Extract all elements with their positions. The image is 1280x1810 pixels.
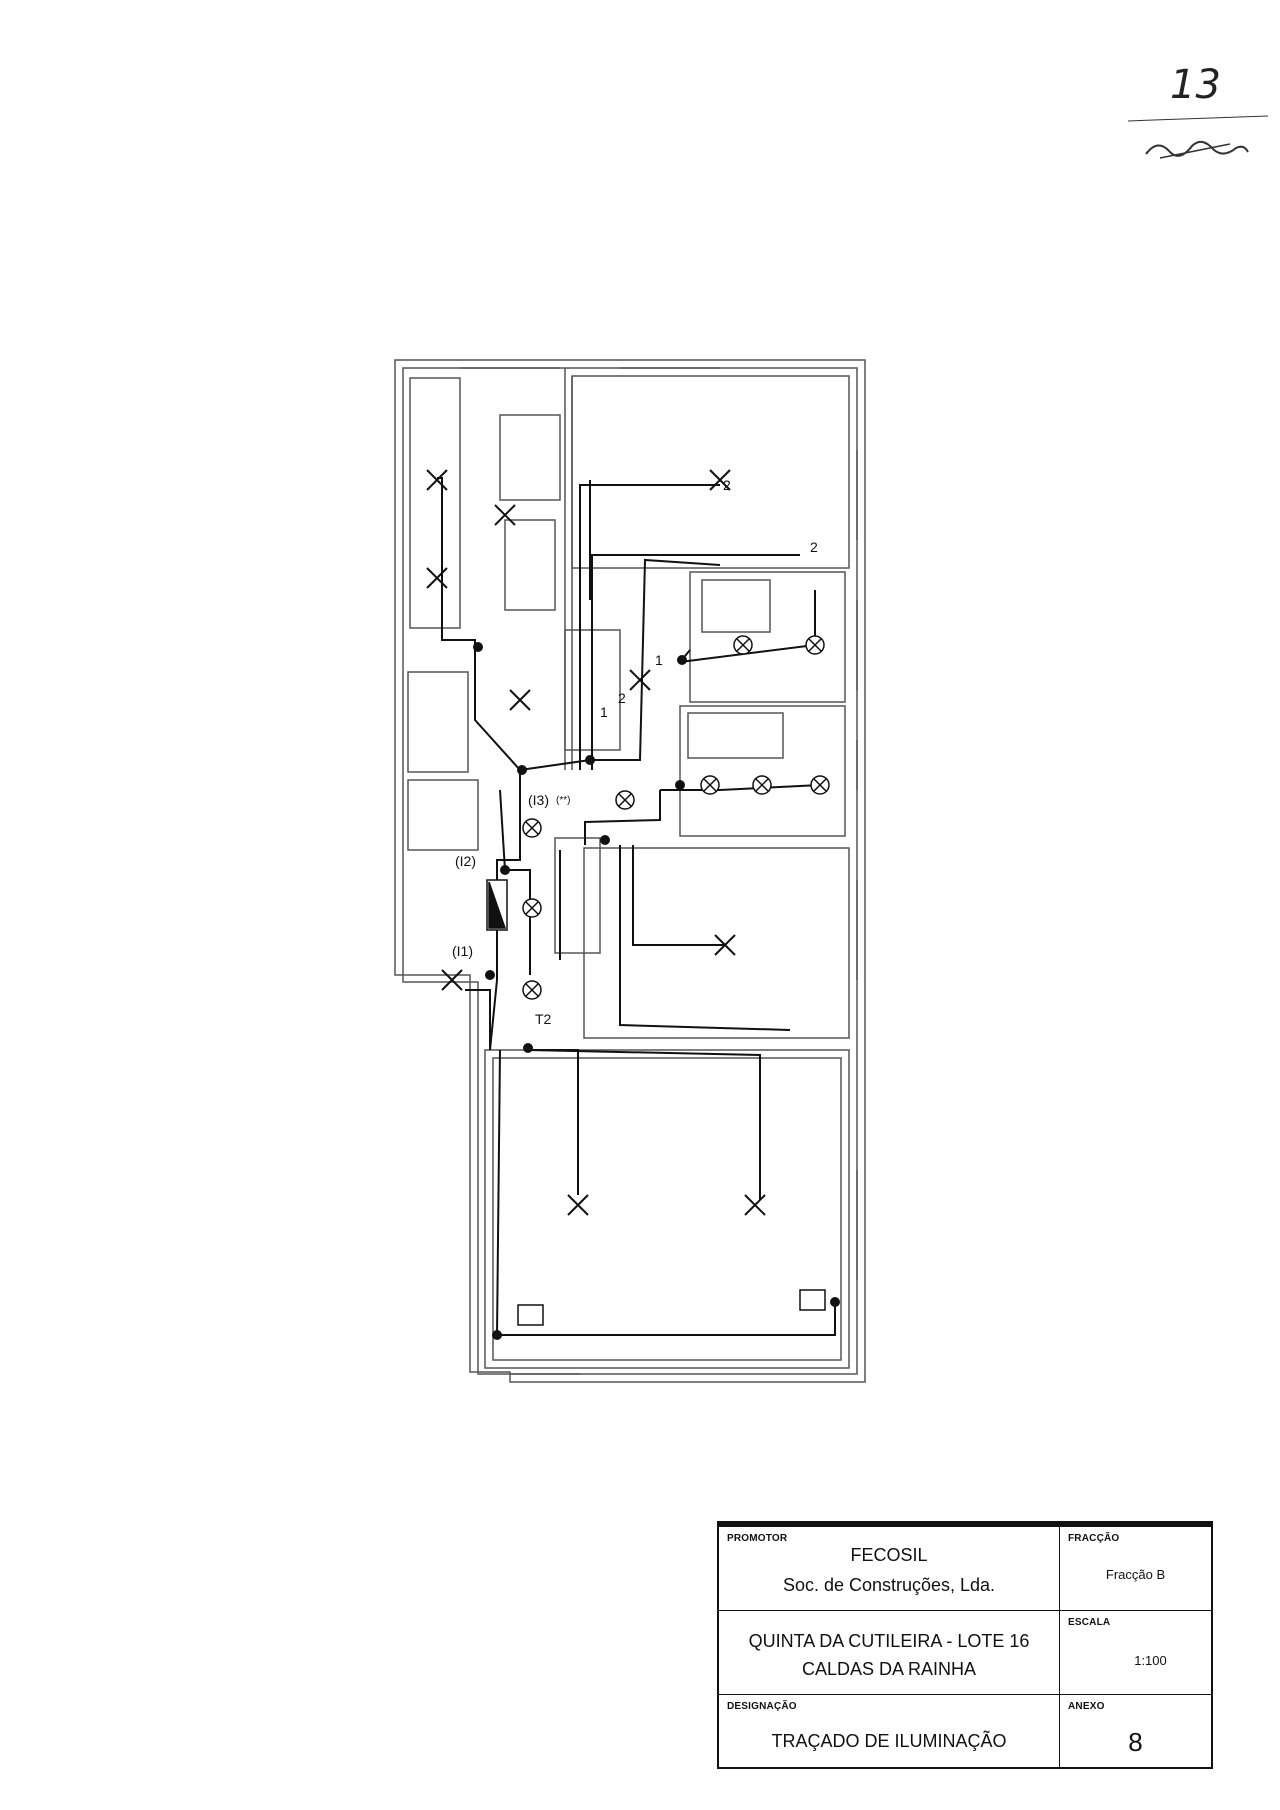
circuit-label-i2: (I2) <box>455 853 476 869</box>
walls <box>394 359 866 1383</box>
anexo-value: 8 <box>1128 1727 1143 1757</box>
fraccao-label: FRACÇÃO <box>1068 1533 1120 1544</box>
fraccao-value: Fracção B <box>1105 1567 1166 1582</box>
lighting-points <box>426 469 766 1216</box>
circuit-label-i3-note: (**) <box>556 795 570 806</box>
ceiling-fixtures <box>522 635 830 1000</box>
distribution-boards <box>486 879 826 1326</box>
promotor-company: Soc. de Construções, Lda. <box>782 1575 996 1595</box>
anexo-label: ANEXO <box>1068 1701 1105 1712</box>
project-cell: QUINTA DA CUTILEIRA - LOTE 16 CALDAS DA … <box>719 1611 1060 1695</box>
switch-number: 2 <box>723 477 731 493</box>
switch-number: 2 <box>618 690 626 706</box>
designacao-cell: DESIGNAÇÃO TRAÇADO DE ILUMINAÇÃO <box>719 1695 1060 1767</box>
wiring <box>437 477 836 1336</box>
project-line1: QUINTA DA CUTILEIRA - LOTE 16 <box>748 1631 1030 1651</box>
promotor-name: FECOSIL <box>850 1545 928 1565</box>
circuit-label-i1: (I1) <box>452 943 473 959</box>
circuit-label-i3: (I3) <box>528 792 549 808</box>
project-line2: CALDAS DA RAINHA <box>801 1659 977 1679</box>
junction-dots <box>473 642 840 1340</box>
designacao-value: TRAÇADO DE ILUMINAÇÃO <box>771 1731 1007 1751</box>
fraccao-cell: FRACÇÃO Fracção B <box>1060 1527 1211 1611</box>
switch-number: 1 <box>655 652 663 668</box>
promotor-label: PROMOTOR <box>727 1533 788 1544</box>
page-number: 13 <box>1170 62 1221 108</box>
escala-label: ESCALA <box>1068 1617 1111 1628</box>
handwritten-initials <box>1145 140 1249 159</box>
title-block: PROMOTOR FECOSIL Soc. de Construções, Ld… <box>717 1521 1213 1769</box>
switch-number: 2 <box>810 539 818 555</box>
escala-cell: ESCALA 1:100 <box>1060 1611 1211 1695</box>
switch-number: 1 <box>600 704 608 720</box>
plan-labels: (I2) (I1) (I3) (**) 2 2 1 2 1 T2 <box>452 477 818 1027</box>
escala-value: 1:100 <box>1134 1653 1167 1668</box>
timer-label: T2 <box>535 1011 552 1027</box>
promotor-cell: PROMOTOR FECOSIL Soc. de Construções, Ld… <box>719 1527 1060 1611</box>
designacao-label: DESIGNAÇÃO <box>727 1701 797 1712</box>
anexo-cell: ANEXO 8 <box>1060 1695 1211 1767</box>
